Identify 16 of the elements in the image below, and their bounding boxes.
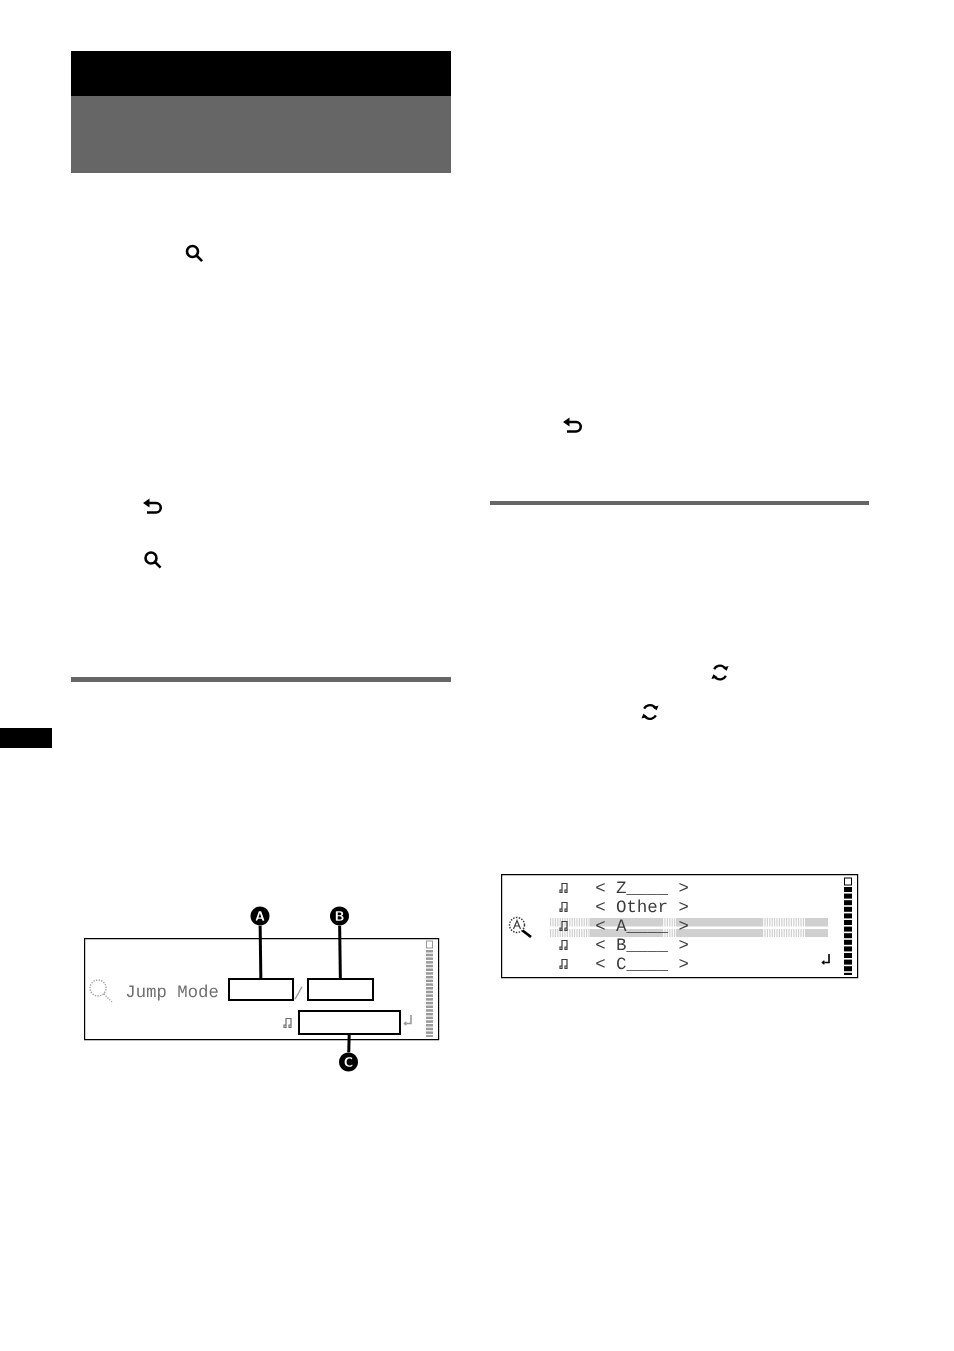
display-text: < B____ >	[596, 938, 688, 952]
separator-text: /	[294, 986, 303, 1000]
leader-line	[258, 925, 263, 979]
leader-line	[347, 1034, 351, 1053]
callout-letter: C	[339, 1052, 358, 1072]
leader-line	[338, 925, 342, 979]
blank-field	[307, 978, 374, 1001]
blank-field	[228, 978, 294, 1001]
display-text: < Other >	[596, 899, 688, 913]
display-text: < Z____ >	[596, 881, 688, 895]
blank-field	[298, 1010, 401, 1035]
display-text: < A____ >	[596, 919, 688, 933]
display-text: Jump Mode	[126, 984, 218, 1001]
display-text: < C____ >	[596, 957, 688, 971]
callout-letter: B	[330, 906, 349, 926]
callout-letter: A	[250, 906, 270, 926]
